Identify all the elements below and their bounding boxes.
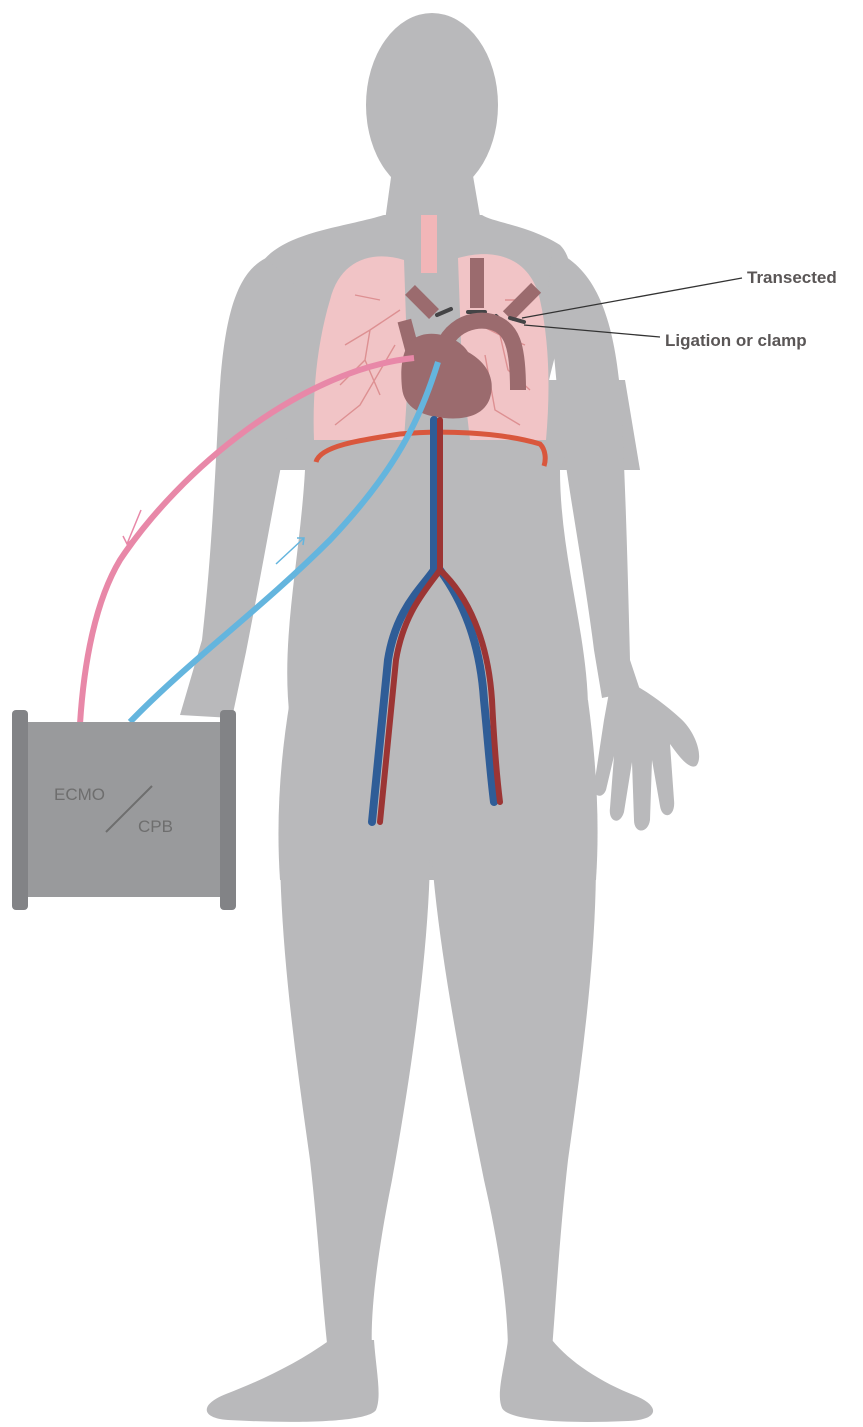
left-foot [207, 1340, 379, 1422]
machine-body [20, 722, 228, 897]
right-hand [594, 676, 699, 831]
right-leg [432, 860, 596, 1352]
ecmo-cpb-machine: ECMO CPB [12, 710, 236, 910]
trachea [421, 215, 437, 273]
right-foot [500, 1340, 653, 1422]
body-silhouette [180, 13, 699, 1422]
vessel-stub-2 [470, 258, 484, 308]
transected-label: Transected [747, 268, 837, 287]
ecmo-label: ECMO [54, 785, 105, 804]
left-arm [180, 258, 300, 718]
head [366, 13, 498, 197]
ligation-label: Ligation or clamp [665, 331, 807, 350]
left-leg [280, 860, 430, 1352]
machine-right-frame [220, 710, 236, 910]
cpb-label: CPB [138, 817, 173, 836]
machine-left-frame [12, 710, 28, 910]
hips [278, 700, 597, 880]
